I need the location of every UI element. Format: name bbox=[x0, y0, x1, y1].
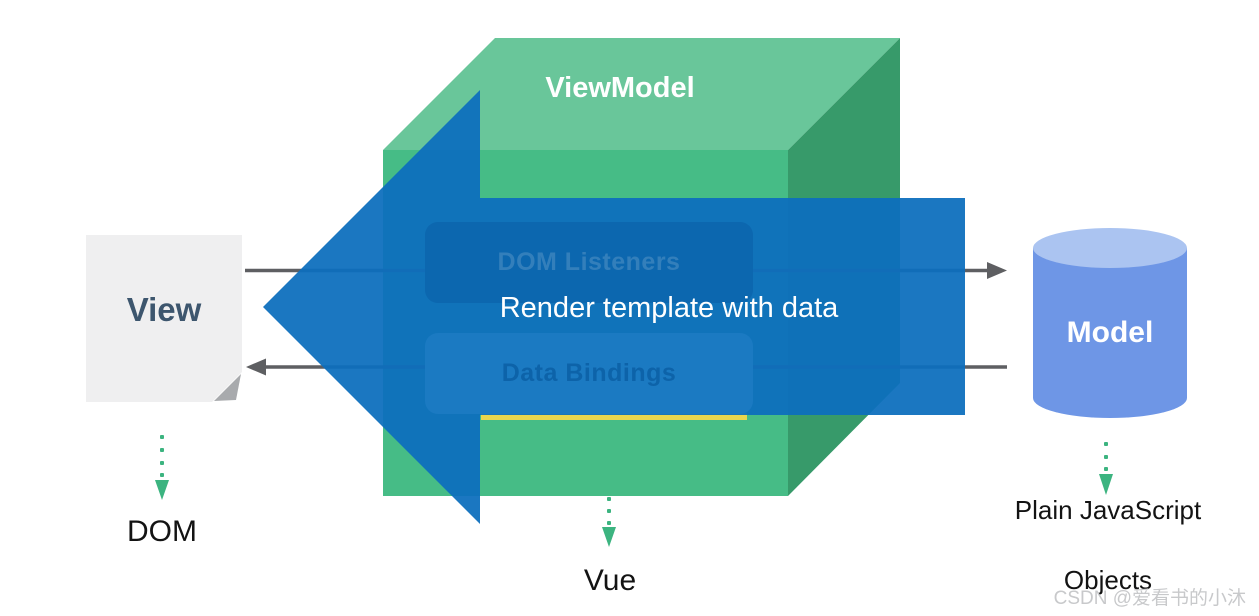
view-title: View bbox=[126, 291, 202, 328]
render-template-arrow bbox=[263, 90, 965, 524]
view-document bbox=[86, 235, 242, 402]
model-cylinder-top bbox=[1033, 228, 1187, 268]
dotted-arrow-view-to-dom-icon bbox=[155, 435, 169, 500]
dotted-arrow-model-to-objects-icon bbox=[1099, 442, 1113, 495]
dotted-arrow-viewmodel-to-vue-icon bbox=[602, 497, 616, 547]
render-arrow-label: Render template with data bbox=[499, 291, 839, 324]
csdn-watermark: CSDN @爱看书的小沐 bbox=[1053, 588, 1246, 609]
view-document-fold-icon bbox=[214, 374, 241, 401]
connector-arrowhead-left-icon bbox=[246, 358, 266, 376]
model-title: Model bbox=[1066, 316, 1154, 349]
plain-javascript-objects-text: Plain JavaScript Objects bbox=[1014, 494, 1202, 595]
dom-caption: DOM bbox=[127, 515, 197, 548]
viewmodel-box-top-face bbox=[383, 38, 900, 150]
dom-listeners-label: DOM Listeners bbox=[497, 248, 681, 276]
model-cylinder-body bbox=[1033, 248, 1187, 418]
data-bindings-highlight-line bbox=[481, 413, 747, 420]
data-bindings-label: Data Bindings bbox=[501, 359, 677, 387]
data-bindings-panel: Data Bindings bbox=[425, 333, 753, 414]
viewmodel-title: ViewModel bbox=[545, 71, 695, 104]
dom-listeners-panel: DOM Listeners bbox=[425, 222, 753, 303]
vue-caption: Vue bbox=[583, 564, 637, 597]
plain-javascript-objects-caption: Plain JavaScript Objects bbox=[1003, 495, 1213, 595]
connector-arrowhead-right-icon bbox=[987, 262, 1007, 279]
